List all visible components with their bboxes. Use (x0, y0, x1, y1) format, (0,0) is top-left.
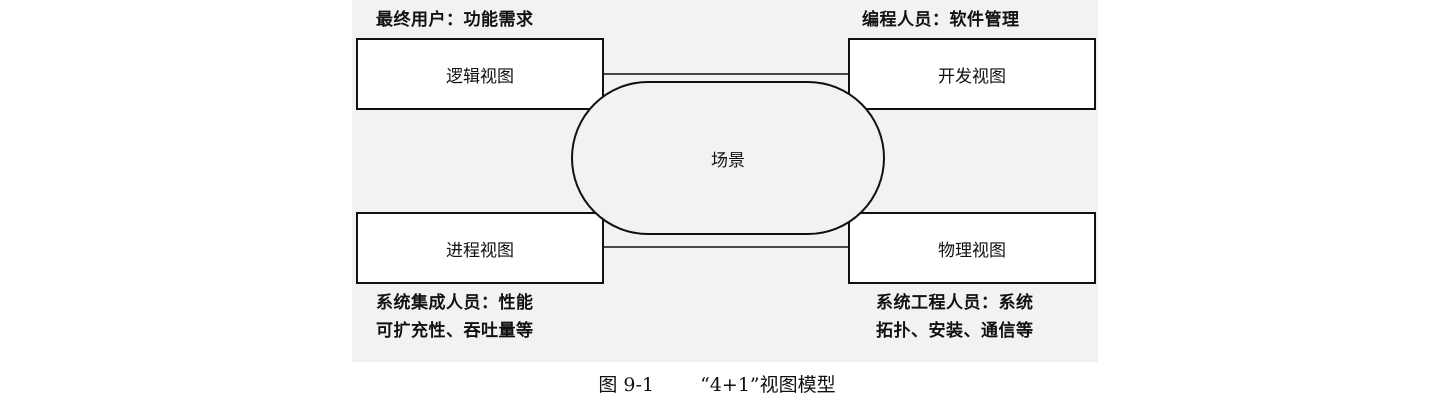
physical-stakeholder-caption: 系统工程人员：系统 拓扑、安装、通信等 (876, 293, 1034, 341)
figure-caption: 图 9-1 “4+1”视图模型 (0, 368, 1434, 402)
scenario-node: 场景 (572, 82, 884, 234)
development-view-label: 开发视图 (938, 66, 1006, 87)
process-view-label: 进程视图 (446, 240, 514, 261)
development-view-box: 开发视图 (848, 38, 1096, 110)
figure-title: “4+1”视图模型 (700, 374, 836, 396)
physical-view-label: 物理视图 (938, 240, 1006, 261)
logical-stakeholder-caption: 最终用户：功能需求 (376, 10, 534, 30)
development-stakeholder-caption: 编程人员：软件管理 (862, 10, 1020, 30)
physical-view-box: 物理视图 (848, 212, 1096, 284)
logical-view-box: 逻辑视图 (356, 38, 604, 110)
figure-number: 图 9-1 (598, 374, 654, 396)
scenario-label: 场景 (711, 150, 745, 171)
process-stakeholder-caption: 系统集成人员：性能 可扩充性、吞吐量等 (376, 293, 534, 341)
logical-view-label: 逻辑视图 (446, 66, 514, 87)
process-view-box: 进程视图 (356, 212, 604, 284)
